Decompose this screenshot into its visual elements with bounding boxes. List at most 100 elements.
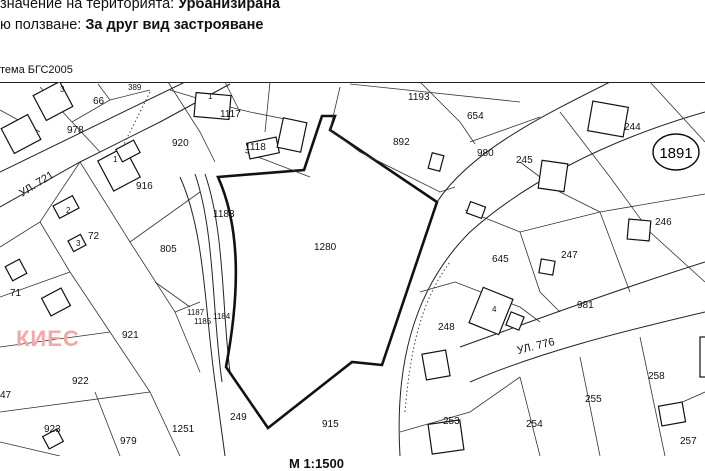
usage-value: За друг вид застрояване	[85, 17, 264, 33]
parcel-label: 1185	[194, 317, 212, 326]
parcel-line	[419, 82, 476, 145]
street-776-edge-top	[459, 261, 705, 348]
parcel-line	[649, 82, 705, 143]
street-721-edge-top	[0, 82, 186, 173]
corridor-edge	[194, 173, 223, 383]
building	[657, 401, 687, 427]
parcel-line	[519, 231, 561, 313]
parcel-line	[639, 336, 666, 456]
building	[67, 233, 87, 253]
parcel-line	[519, 161, 601, 213]
parcel-label: 253	[443, 416, 460, 427]
parcel-label: 1187	[187, 308, 205, 317]
parcel-line	[464, 193, 705, 233]
building	[468, 286, 514, 336]
building	[427, 151, 445, 173]
parcel-label: 389	[128, 83, 142, 92]
parcel-label: 248	[438, 322, 455, 333]
parcel-line	[469, 116, 541, 143]
building	[115, 139, 141, 163]
building	[193, 91, 232, 121]
parcel-line	[94, 391, 121, 456]
parcel-line	[174, 301, 201, 313]
building	[427, 419, 465, 455]
map-scale: М 1:1500	[289, 456, 344, 471]
header-line-usage: ю ползване: За друг вид застрояване	[0, 17, 263, 33]
parcel-label: 915	[322, 419, 339, 430]
parcel-label: 3	[60, 85, 65, 94]
parcel-label: 916	[136, 181, 153, 192]
territory-value: Урбанизирана	[178, 0, 281, 12]
building	[41, 428, 65, 450]
building	[699, 336, 705, 378]
sheet-number: 1891	[659, 145, 692, 162]
parcel-label: 1193	[408, 92, 430, 103]
cadastral-map: 1891 УЛ. 721 УЛ. 776 1280 3 66 978 389 9…	[0, 82, 705, 456]
parcel-label: 1118	[245, 142, 266, 153]
parcel-line	[519, 376, 541, 456]
parcel-label: 981	[577, 300, 594, 311]
corridor-edge	[204, 173, 231, 373]
building	[40, 287, 72, 317]
parcel-label: 923	[44, 424, 61, 435]
parcel-label: 245	[516, 155, 533, 166]
parcel-line	[0, 441, 61, 456]
parcel-label: 922	[72, 376, 89, 387]
parcel-label: 1	[113, 155, 118, 164]
parcel-line	[559, 111, 705, 283]
parcel-line	[349, 83, 521, 103]
street-label-776: УЛ. 776	[516, 336, 556, 357]
parcel-label: 72	[88, 231, 100, 242]
dotted-boundary	[404, 261, 451, 413]
parcel-label: 247	[561, 250, 578, 261]
parcel-label: 1183	[213, 209, 235, 220]
parcel-label: 805	[160, 244, 177, 255]
parcel-label: 257	[680, 436, 697, 447]
building	[4, 258, 28, 282]
parcel-line	[224, 82, 241, 113]
building	[538, 258, 556, 276]
parcel-label: 920	[172, 138, 189, 149]
parcel-label: 1117	[220, 109, 241, 120]
parcel-line	[79, 161, 201, 373]
parcel-label: 1184	[213, 312, 231, 321]
parcel-label: 254	[526, 419, 543, 430]
parcel-line	[109, 89, 151, 101]
parcel-label: 921	[122, 330, 139, 341]
parcel-line	[264, 82, 271, 133]
street-label-721: УЛ. 721	[17, 169, 56, 199]
parcel-label: 3	[76, 239, 81, 248]
parcel-label: 979	[120, 436, 137, 447]
parcel-line	[579, 356, 601, 456]
parcel-label: 255	[585, 394, 602, 405]
parcel-label: 47	[0, 390, 12, 401]
parcel-line	[599, 211, 631, 293]
parcel-line	[167, 82, 216, 163]
parcel-label: 645	[492, 254, 509, 265]
parcel-line	[0, 391, 151, 413]
parcel-line	[419, 281, 456, 293]
usage-label: ю ползване:	[0, 17, 86, 33]
road-edge-north	[436, 82, 611, 203]
parcel-label: 4	[492, 305, 497, 314]
parcel-line	[454, 281, 541, 323]
building	[421, 349, 451, 381]
building	[0, 113, 42, 155]
parcel-line	[0, 271, 71, 298]
road-edge-south	[398, 111, 705, 456]
building	[276, 117, 308, 153]
building	[537, 159, 569, 193]
parcel-label: 246	[655, 217, 672, 228]
building	[32, 82, 74, 122]
building	[52, 194, 80, 220]
parcel-line	[0, 331, 111, 348]
parcel-line	[129, 191, 201, 243]
parcel-label: 258	[648, 371, 665, 382]
parcel-label: 244	[624, 122, 641, 133]
parcel-line	[154, 281, 191, 308]
territory-label: значение на територията:	[0, 0, 179, 12]
building	[465, 200, 487, 220]
building	[586, 100, 630, 138]
corridor-edge	[179, 176, 226, 456]
building	[505, 311, 525, 331]
